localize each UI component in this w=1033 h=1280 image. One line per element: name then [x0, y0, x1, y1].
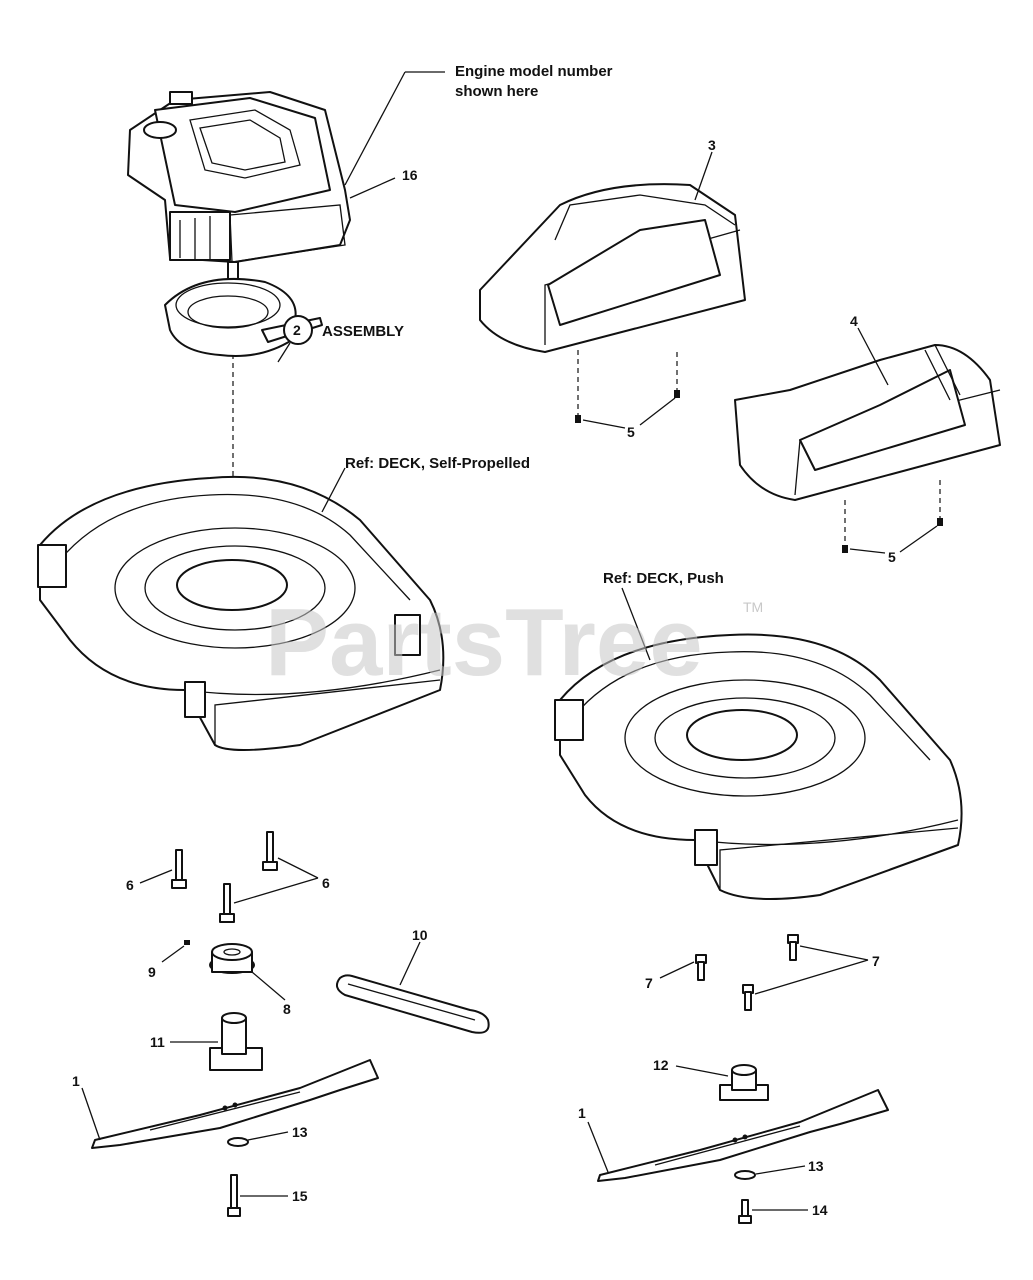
belt-10[interactable] — [335, 974, 490, 1034]
blade-1-left[interactable] — [91, 1059, 379, 1149]
bolt-7-c[interactable] — [742, 984, 754, 1011]
part-number-3: 3 — [708, 137, 716, 153]
engine-note-line2: shown here — [455, 83, 538, 100]
ref-deck-self-propelled: Ref: DECK, Self-Propelled — [345, 455, 530, 472]
screw-5-c[interactable] — [842, 545, 848, 553]
part-number-1-left: 1 — [72, 1073, 80, 1089]
part-number-6-right: 6 — [322, 875, 330, 891]
pulley-8[interactable] — [209, 943, 255, 974]
bolt-6-b[interactable] — [262, 831, 278, 871]
part-number-7-left: 7 — [645, 975, 653, 991]
bolt-7-a[interactable] — [695, 954, 707, 981]
part-number-13-right: 13 — [808, 1158, 824, 1174]
adapter-11[interactable] — [209, 1012, 263, 1071]
part-number-8: 8 — [283, 1001, 291, 1017]
assembly-text: ASSEMBLY — [322, 323, 404, 340]
watermark-trademark: TM — [743, 599, 763, 615]
watermark: PartsTree — [265, 589, 703, 696]
screw-5-d[interactable] — [937, 518, 943, 526]
adapter-12[interactable] — [719, 1064, 769, 1101]
bolt-15[interactable] — [227, 1174, 241, 1217]
screw-5-b[interactable] — [674, 390, 680, 398]
screw-5-a[interactable] — [575, 415, 581, 423]
ref-deck-push: Ref: DECK, Push — [603, 570, 724, 587]
washer-13-right[interactable] — [734, 1170, 756, 1180]
engine-note-leader — [344, 71, 406, 186]
part-number-12: 12 — [653, 1057, 669, 1073]
part-number-1-right: 1 — [578, 1105, 586, 1121]
assembly-number: 2 — [293, 322, 301, 338]
cover-4[interactable] — [734, 344, 1001, 501]
engine[interactable] — [127, 91, 351, 283]
bolt-6-a[interactable] — [171, 849, 187, 889]
engine-note-line1: Engine model number — [455, 63, 613, 80]
washer-13-left[interactable] — [227, 1137, 249, 1147]
part-number-5-upper: 5 — [627, 424, 635, 440]
part-number-5-lower: 5 — [888, 549, 896, 565]
part-number-13-left: 13 — [292, 1124, 308, 1140]
part-number-15: 15 — [292, 1188, 308, 1204]
baffle-assembly[interactable] — [164, 277, 323, 357]
part-number-14: 14 — [812, 1202, 828, 1218]
assembly-callout-circle — [283, 315, 313, 345]
part-number-6-left: 6 — [126, 877, 134, 893]
bolt-7-b[interactable] — [787, 934, 799, 961]
part-number-4: 4 — [850, 313, 858, 329]
cover-3[interactable] — [479, 183, 746, 353]
part-number-9: 9 — [148, 964, 156, 980]
bolt-14[interactable] — [738, 1199, 752, 1224]
part-number-10: 10 — [412, 927, 428, 943]
screw-9[interactable] — [184, 940, 190, 945]
bolt-6-c[interactable] — [219, 883, 235, 923]
part-number-7-right: 7 — [872, 953, 880, 969]
blade-1-right[interactable] — [597, 1089, 889, 1182]
deck-push[interactable] — [554, 633, 963, 900]
part-number-16: 16 — [402, 167, 418, 183]
part-number-11: 11 — [150, 1034, 165, 1050]
deck-self-propelled[interactable] — [37, 475, 445, 751]
